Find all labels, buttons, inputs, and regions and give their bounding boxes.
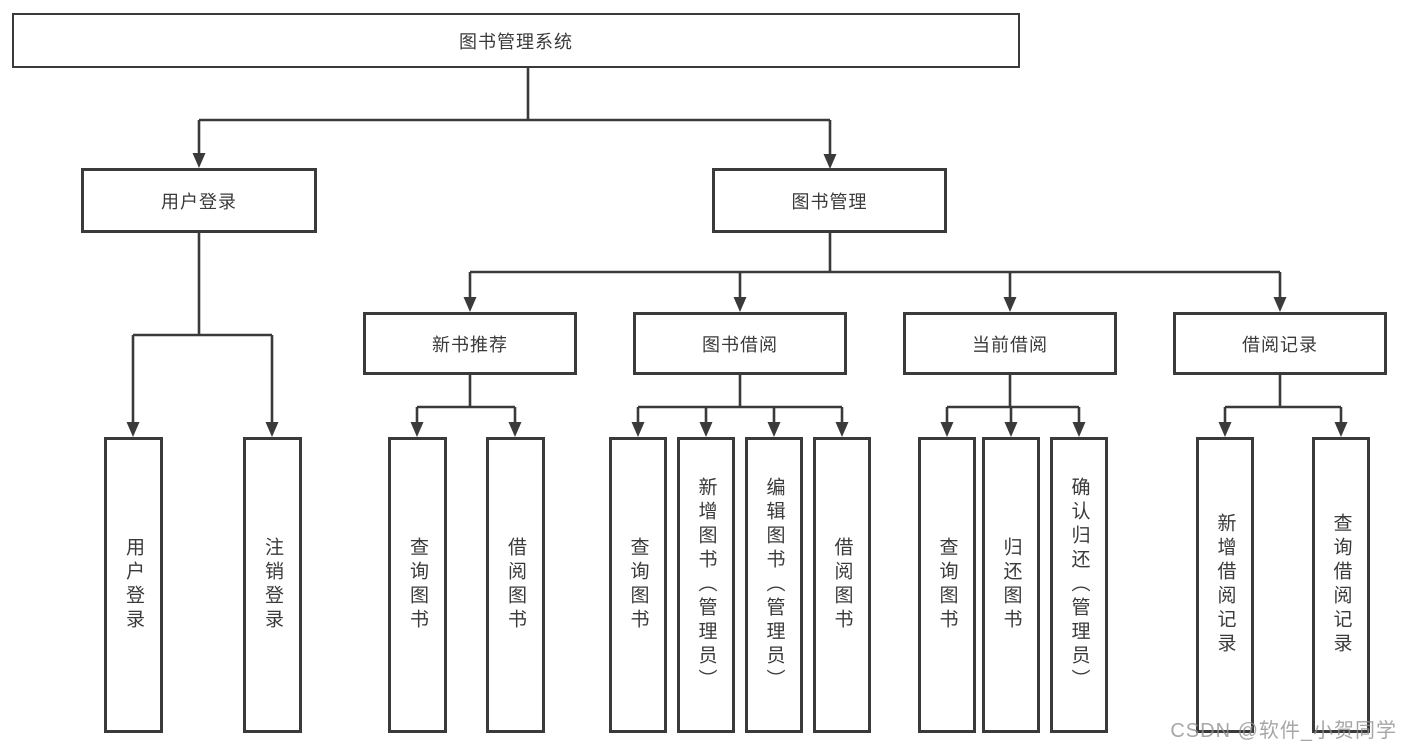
node-label: 编辑图书（管理员） (763, 477, 785, 693)
node-label: 查询图书 (407, 537, 428, 633)
leaf-borrow-books: 借阅图书 (813, 437, 871, 733)
node-label: 查询借阅记录 (1330, 513, 1352, 657)
node-label: 图书管理 (791, 191, 868, 212)
node-label: 借阅记录 (1242, 334, 1318, 355)
leaf-user-login: 用户登录 (104, 437, 163, 733)
node-label: 新书推荐 (432, 334, 508, 355)
node-label: 图书借阅 (702, 334, 778, 355)
node-label: 查询图书 (627, 537, 649, 633)
leaf-confirm-return-admin: 确认归还（管理员） (1050, 437, 1108, 733)
node-borrowing-records: 借阅记录 (1173, 312, 1387, 375)
leaf-query-books-borrowing: 查询图书 (609, 437, 667, 733)
leaf-add-borrow-record: 新增借阅记录 (1196, 437, 1254, 733)
leaf-add-books-admin: 新增图书（管理员） (677, 437, 735, 733)
node-label: 确认归还（管理员） (1068, 477, 1090, 693)
leaf-edit-books-admin: 编辑图书（管理员） (745, 437, 803, 733)
leaf-query-books-current: 查询图书 (918, 437, 976, 733)
node-label: 归还图书 (1000, 537, 1022, 633)
arrowheads (126, 153, 1348, 437)
node-label: 借阅图书 (505, 537, 526, 633)
node-book-management-module: 图书管理 (712, 168, 947, 233)
node-library-management-system: 图书管理系统 (12, 13, 1020, 68)
node-label: 新增借阅记录 (1214, 513, 1236, 657)
node-label: 用户登录 (161, 191, 237, 212)
node-label: 注销登录 (262, 537, 283, 633)
leaf-query-books-recommend: 查询图书 (388, 437, 447, 733)
node-label: 新增图书（管理员） (695, 477, 717, 693)
node-label: 借阅图书 (831, 537, 853, 633)
node-user-login-module: 用户登录 (81, 168, 317, 233)
leaf-query-borrow-record: 查询借阅记录 (1312, 437, 1370, 733)
leaf-borrow-books-recommend: 借阅图书 (486, 437, 545, 733)
node-new-book-recommendation: 新书推荐 (363, 312, 577, 375)
node-label: 当前借阅 (972, 334, 1048, 355)
node-book-borrowing: 图书借阅 (633, 312, 847, 375)
node-label: 用户登录 (123, 537, 144, 633)
node-label: 查询图书 (936, 537, 958, 633)
node-current-borrowing: 当前借阅 (903, 312, 1117, 375)
node-label: 图书管理系统 (459, 31, 573, 52)
leaf-logout: 注销登录 (243, 437, 302, 733)
leaf-return-books: 归还图书 (982, 437, 1040, 733)
